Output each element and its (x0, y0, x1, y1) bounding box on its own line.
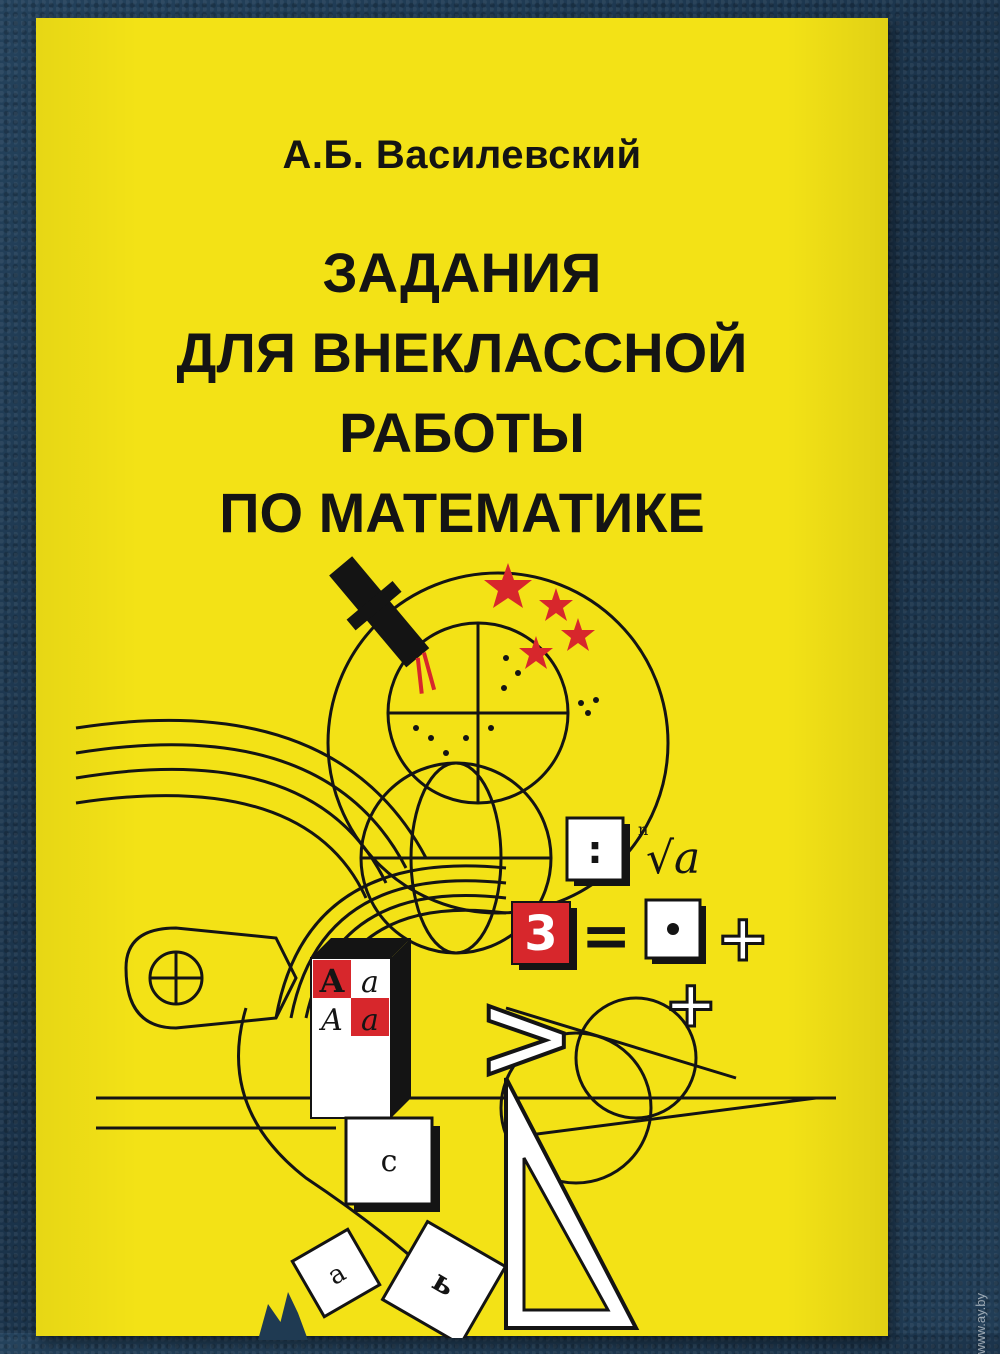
svg-text:а: а (361, 965, 379, 1000)
rocket-icon (329, 556, 437, 694)
author-name: А.Б. Василевский (282, 133, 642, 177)
letter-cube: А а А а (310, 938, 411, 1119)
red-stars (484, 563, 595, 669)
svg-text:А: А (319, 962, 345, 1000)
square-a: а (290, 1227, 382, 1319)
title-line-1: ЗАДАНИЯ (322, 241, 602, 304)
cover-illustration: : n √a 3 = + + > А а (75, 556, 836, 1338)
square-b: ь (380, 1219, 508, 1338)
greater-than-sign: > (476, 968, 577, 1107)
root-index: n (638, 820, 648, 839)
svg-text:А: А (319, 1003, 344, 1038)
svg-text:с: с (381, 1144, 398, 1179)
book-title: ЗАДАНИЯ ДЛЯ ВНЕКЛАССНОЙ РАБОТЫ ПО МАТЕМА… (36, 233, 888, 553)
colon-block: : (565, 816, 630, 886)
title-line-4: ПО МАТЕМАТИКЕ (219, 481, 705, 544)
plus-sign-2: + (664, 968, 718, 1042)
triangle-ruler (504, 1077, 640, 1330)
dot-block (644, 898, 706, 964)
svg-text:а: а (361, 1003, 379, 1038)
square-c: с (344, 1116, 440, 1212)
svg-text::: : (587, 828, 602, 872)
equals-sign: = (581, 901, 631, 971)
svg-text:3: 3 (524, 906, 557, 962)
title-line-2: ДЛЯ ВНЕКЛАССНОЙ (176, 321, 748, 384)
nth-root: √a (646, 833, 700, 884)
plus-sign: + (716, 902, 770, 976)
watermark: www.ay.by (973, 1293, 988, 1354)
title-line-3: РАБОТЫ (339, 401, 585, 464)
book-cover: А.Б. Василевский ЗАДАНИЯ ДЛЯ ВНЕКЛАССНОЙ… (36, 18, 888, 1340)
three-block: 3 (511, 901, 577, 970)
